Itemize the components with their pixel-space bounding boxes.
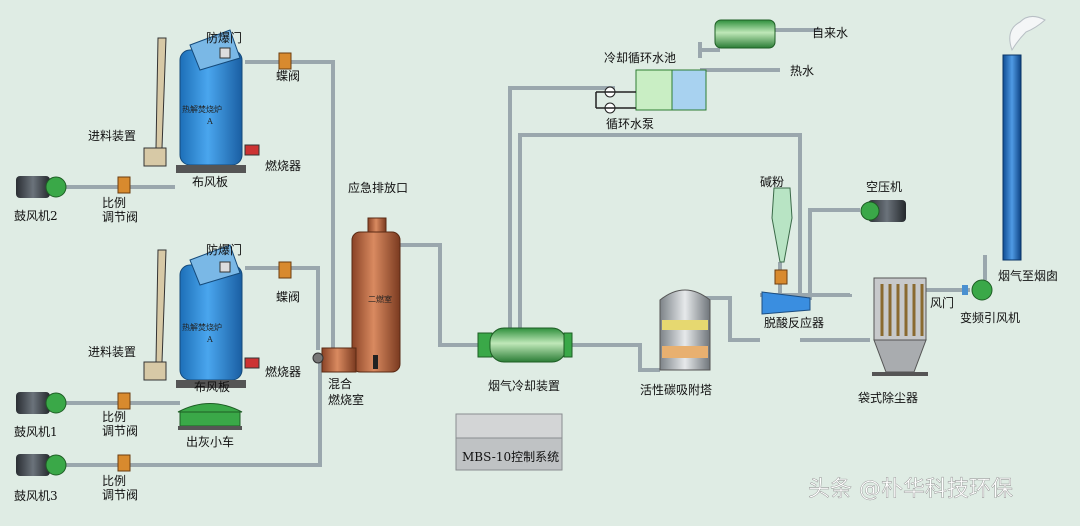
label-ratio-top: 比例 <box>102 196 126 210</box>
label-explosion-door-bottom: 防爆门 <box>206 242 242 257</box>
feeder-top <box>143 37 167 167</box>
labels: 防爆门 蝶阀 热解焚烧炉 A 进料装置 燃烧器 布风板 鼓风机2 比例 调节阀 … <box>14 26 1058 503</box>
label-bag-filter: 袋式除尘器 <box>858 390 918 405</box>
label-burner-bottom: 燃烧器 <box>265 364 301 379</box>
label-valve-top: 调节阀 <box>102 210 138 224</box>
furnace-top <box>176 29 260 173</box>
circulation-pump <box>595 86 636 114</box>
label-blower-1: 鼓风机1 <box>14 425 58 439</box>
label-blower-2: 鼓风机2 <box>14 209 58 223</box>
label-circ-pump: 循环水泵 <box>606 117 654 131</box>
blower-3 <box>16 454 67 476</box>
label-furnace-top: 热解焚烧炉 <box>182 104 222 114</box>
flue-gas-cooler <box>477 327 573 363</box>
label-carbon-tower: 活性碳吸附塔 <box>640 383 712 397</box>
furnace-bottom <box>176 244 260 388</box>
label-blower-3: 鼓风机3 <box>14 489 58 503</box>
blower-2 <box>16 176 67 198</box>
label-mixing: 混合 <box>328 376 352 391</box>
label-compressor: 空压机 <box>866 180 902 194</box>
label-ratio-mid: 比例 <box>102 410 126 424</box>
label-control-system: MBS-10控制系统 <box>462 450 559 464</box>
label-cooling-pool: 冷却循环水池 <box>604 51 676 65</box>
label-burner-top: 燃烧器 <box>265 158 301 173</box>
bag-filter <box>872 277 928 376</box>
label-emergency-vent: 应急排放口 <box>348 180 408 195</box>
control-system-box <box>455 413 563 471</box>
label-to-chimney: 烟气至烟囱 <box>998 268 1058 283</box>
label-flue-cooler: 烟气冷却装置 <box>488 378 560 393</box>
label-air-plate-top: 布风板 <box>192 175 228 189</box>
chimney <box>1002 16 1046 261</box>
label-hot-water: 热水 <box>790 64 814 78</box>
feeder-bottom <box>143 249 167 381</box>
ash-cart <box>177 403 243 430</box>
label-ratio-bottom: 比例 <box>102 474 126 488</box>
valves <box>117 52 788 472</box>
alkali-silo <box>771 187 793 263</box>
label-valve-mid: 调节阀 <box>102 424 138 438</box>
label-butterfly-valve-top: 蝶阀 <box>276 68 300 83</box>
label-ash-cart: 出灰小车 <box>186 434 234 449</box>
label-alkali: 碱粉 <box>760 175 784 189</box>
label-butterfly-valve-bottom: 蝶阀 <box>276 289 300 304</box>
carbon-adsorption-tower <box>659 289 711 371</box>
watermark: 头条 @朴华科技环保 <box>808 477 1013 502</box>
label-air-plate-bottom: 布风板 <box>194 380 230 394</box>
label-furnace-bottom: 热解焚烧炉 <box>182 322 222 332</box>
label-mixing-chamber: 燃烧室 <box>328 392 364 407</box>
label-combustion-chamber: 二燃室 <box>368 294 392 304</box>
label-valve-bottom: 调节阀 <box>102 488 138 502</box>
label-furnace-unit-bottom: A <box>206 335 213 344</box>
induced-draft-fan <box>962 279 993 301</box>
label-vfd-fan: 变频引风机 <box>960 310 1020 325</box>
label-explosion-door-top: 防爆门 <box>206 30 242 45</box>
label-tap-water: 自来水 <box>812 26 848 40</box>
deacid-reactor <box>761 291 811 315</box>
secondary-combustion-chamber <box>312 217 401 373</box>
label-furnace-unit-top: A <box>206 117 213 126</box>
air-compressor <box>860 200 906 222</box>
tap-water-tank <box>714 19 776 49</box>
label-feeder-top: 进料装置 <box>88 129 136 143</box>
cooling-water-pool <box>635 69 707 111</box>
blower-1 <box>16 392 67 414</box>
label-damper: 风门 <box>930 295 954 310</box>
label-deacid-reactor: 脱酸反应器 <box>764 315 824 330</box>
label-feeder-bottom: 进料装置 <box>88 345 136 359</box>
pipework <box>60 28 987 467</box>
